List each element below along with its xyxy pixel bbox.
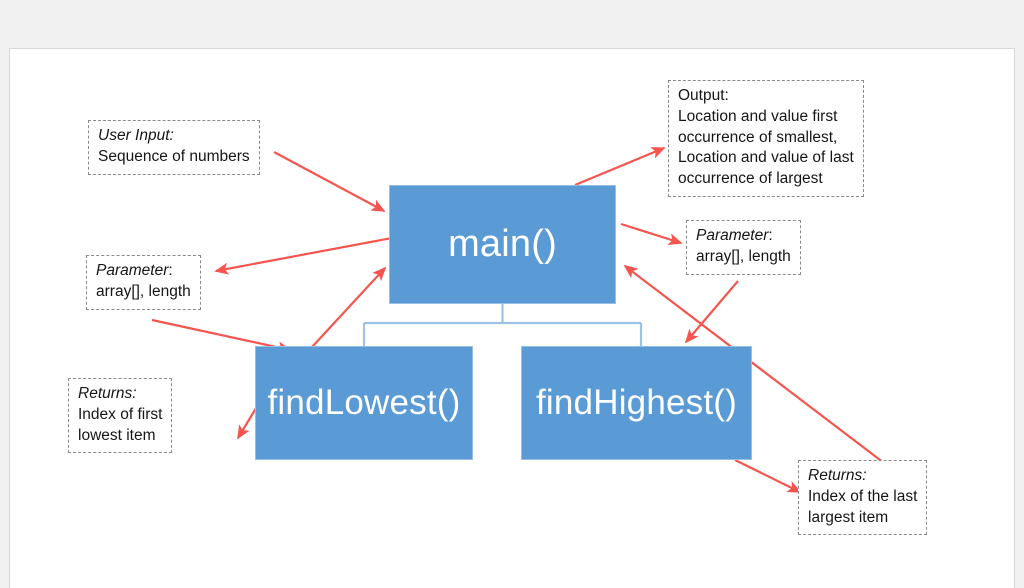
annotation-output-line-3: occurrence of largest [678, 170, 823, 188]
annotation-parameter-right[interactable]: Parameter: array[], length [686, 220, 801, 275]
annotation-parameter-left-header-suffix: : [168, 262, 173, 279]
annotation-output-line-1: occurrence of smallest, [678, 128, 838, 146]
annotation-output-line-0: Location and value first [678, 107, 838, 125]
annotation-output-line-2: Location and value of last [678, 149, 854, 167]
node-main[interactable]: main() [389, 185, 616, 304]
annotation-output[interactable]: Output: Location and value first occurre… [668, 80, 864, 197]
annotation-returns-lowest[interactable]: Returns: Index of first lowest item [68, 378, 173, 454]
annotation-returns-lowest-line-0: Index of first [78, 405, 163, 423]
annotation-parameter-left-line-0: array[], length [96, 282, 191, 300]
node-findlowest[interactable]: findLowest() [255, 346, 473, 460]
annotation-parameter-right-header: Parameter [696, 227, 769, 244]
annotation-parameter-right-line-0: array[], length [696, 247, 791, 265]
annotation-output-header: Output: [678, 87, 729, 104]
annotation-returns-highest-line-1: largest item [808, 508, 889, 526]
annotation-parameter-right-header-suffix: : [768, 227, 773, 244]
annotation-returns-lowest-header: Returns: [78, 385, 137, 402]
node-findhighest[interactable]: findHighest() [521, 346, 752, 460]
annotation-parameter-left-header: Parameter [96, 262, 169, 279]
annotation-returns-highest[interactable]: Returns: Index of the last largest item [798, 460, 928, 536]
annotation-user-input[interactable]: User Input: Sequence of numbers [88, 120, 260, 175]
annotation-returns-highest-line-0: Index of the last [808, 487, 918, 505]
annotation-parameter-left[interactable]: Parameter: array[], length [86, 255, 201, 310]
annotation-user-input-header: User Input: [98, 127, 174, 144]
annotation-user-input-line-0: Sequence of numbers [98, 147, 250, 165]
annotation-parameter-right-header-row: Parameter: [696, 226, 791, 247]
annotation-returns-highest-header: Returns: [808, 467, 867, 484]
annotation-returns-lowest-line-1: lowest item [78, 426, 156, 444]
annotation-parameter-left-header-row: Parameter: [96, 261, 191, 282]
